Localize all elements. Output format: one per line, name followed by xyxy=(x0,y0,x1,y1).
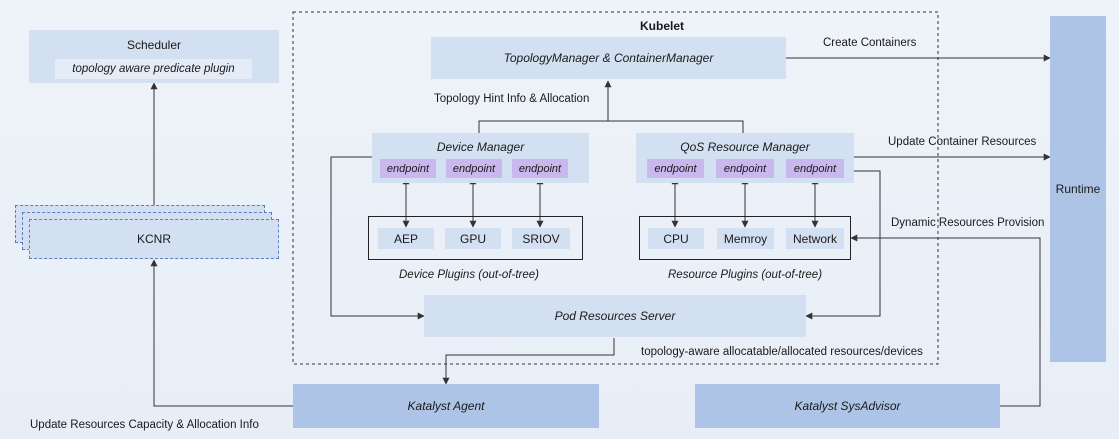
kubelet-frame xyxy=(292,11,939,365)
device-to-pod-server-arrow xyxy=(330,156,425,320)
katalyst-sysadvisor-box: Katalyst SysAdvisor xyxy=(695,384,1000,428)
runtime-label: Runtime xyxy=(1055,182,1101,196)
scheduler-plugin: topology aware predicate plugin xyxy=(55,59,252,79)
plugin-network: Network xyxy=(786,228,844,249)
plugin-memroy: Memroy xyxy=(717,228,774,249)
topology-manager-label: TopologyManager & ContainerManager xyxy=(503,51,714,65)
pod-resources-server-box: Pod Resources Server xyxy=(424,295,806,337)
dynamic-resources-provision-label: Dynamic Resources Provision xyxy=(891,217,1045,229)
pod-server-to-agent-arrow xyxy=(442,338,615,385)
qos-manager-label: QoS Resource Manager xyxy=(680,140,810,154)
katalyst-agent-label: Katalyst Agent xyxy=(407,399,485,413)
sysadvisor-provision-arrow xyxy=(850,234,1041,407)
device-endpoint-3: endpoint xyxy=(512,159,568,178)
device-endpoint-2: endpoint xyxy=(446,159,502,178)
runtime-box: Runtime xyxy=(1050,16,1106,362)
plugin-sriov: SRIOV xyxy=(512,228,570,249)
topology-manager-box: TopologyManager & ContainerManager xyxy=(431,37,786,79)
resource-plugins-frame xyxy=(639,216,851,260)
device-plugins-frame xyxy=(368,216,583,260)
create-containers-label: Create Containers xyxy=(823,37,917,49)
device-plugins-label: Device Plugins (out-of-tree) xyxy=(399,269,539,281)
update-container-resources-label: Update Container Resources xyxy=(888,136,1037,148)
plugin-aep: AEP xyxy=(378,228,434,249)
resource-plugins-label: Resource Plugins (out-of-tree) xyxy=(668,269,823,281)
plugin-cpu: CPU xyxy=(648,228,704,249)
plugin-gpu: GPU xyxy=(445,228,501,249)
device-manager-label: Device Manager xyxy=(436,140,525,154)
scheduler-title: Scheduler xyxy=(126,38,182,52)
qos-endpoint-2: endpoint xyxy=(716,159,774,178)
kcnr-label: KCNR xyxy=(136,232,171,246)
qos-endpoint-3: endpoint xyxy=(786,159,844,178)
kubelet-title: Kubelet xyxy=(640,19,685,33)
update-capacity-label: Update Resources Capacity & Allocation I… xyxy=(30,419,259,431)
kcnr-box: KCNR xyxy=(29,219,279,259)
katalyst-agent-box: Katalyst Agent xyxy=(293,384,599,428)
qos-to-pod-server-arrow xyxy=(805,170,881,320)
agent-to-kcnr-arrow xyxy=(150,259,293,407)
pod-resources-server-label: Pod Resources Server xyxy=(554,309,676,323)
qos-endpoint-1: endpoint xyxy=(647,159,704,178)
katalyst-sysadvisor-label: Katalyst SysAdvisor xyxy=(794,399,901,413)
topology-aware-label: topology-aware allocatable/allocated res… xyxy=(641,346,923,358)
device-endpoint-1: endpoint xyxy=(380,159,436,178)
managers-join-line xyxy=(478,120,744,133)
topology-hint-label: Topology Hint Info & Allocation xyxy=(434,93,590,105)
